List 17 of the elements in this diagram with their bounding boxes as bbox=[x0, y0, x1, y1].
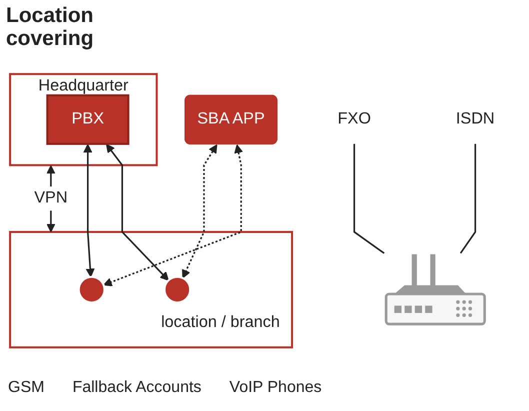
node-circle bbox=[163, 276, 192, 304]
arrow bbox=[103, 144, 243, 287]
text-label: VoIP Phones bbox=[229, 378, 322, 398]
diagram-title: Location covering bbox=[6, 4, 95, 50]
text-label: Fallback Accounts bbox=[72, 378, 202, 398]
cluster: location / branch bbox=[9, 231, 294, 349]
text-label: GSM bbox=[8, 378, 44, 398]
arrow bbox=[83, 144, 95, 278]
connector bbox=[460, 144, 476, 254]
edge-label: VPN bbox=[34, 190, 68, 207]
node-box: PBX bbox=[46, 94, 130, 146]
node-text: ISDN bbox=[456, 110, 495, 128]
connector bbox=[353, 144, 385, 254]
arrow bbox=[182, 144, 218, 279]
node-text: FXO bbox=[338, 110, 371, 128]
arrow bbox=[106, 144, 169, 282]
node-circle bbox=[78, 276, 106, 304]
